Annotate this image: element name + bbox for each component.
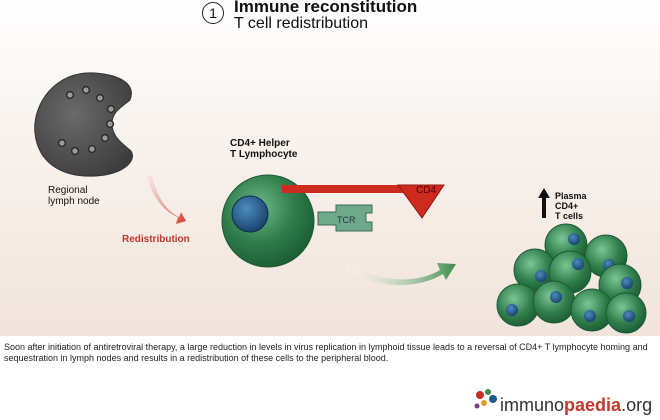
lymph-node-label: Regional lymph node	[48, 185, 100, 207]
cd4-receptor	[282, 184, 445, 219]
tcr-label: TCR	[337, 215, 356, 225]
tcr-receptor	[317, 204, 373, 232]
diagram-canvas	[34, 72, 647, 334]
cd4-label: CD4	[416, 185, 437, 196]
redistribution-arrow	[147, 176, 186, 224]
plasma-cd4-label: Plasma CD4+ T cells	[555, 191, 587, 221]
diagram-title: Immune reconstitution	[234, 0, 418, 16]
plasma-cell	[605, 292, 647, 334]
redistribution-label: Redistribution	[122, 234, 190, 245]
logo-molecule-icon	[474, 389, 497, 409]
movement-arrow	[345, 262, 456, 286]
plasma-cd4-cell-cluster	[496, 223, 647, 334]
logo-wordmark: immunopaedia.org	[500, 395, 653, 415]
figure-caption: Soon after initiation of antiretroviral …	[4, 342, 648, 363]
plasma-cell	[496, 283, 540, 327]
cd4-t-lymphocyte	[221, 174, 315, 268]
lymph-node-icon	[34, 72, 133, 177]
plasma-cell	[513, 248, 557, 292]
plasma-cell	[532, 280, 576, 324]
t-lymphocyte-label: CD4+ Helper T Lymphocyte	[230, 138, 298, 160]
up-arrow-icon	[538, 188, 550, 218]
diagram-subtitle: T cell redistribution	[234, 15, 368, 32]
cell-nucleus	[231, 195, 269, 233]
immunopaedia-logo[interactable]: immunopaedia.org	[472, 383, 658, 417]
step-number-badge: 1	[202, 2, 224, 24]
